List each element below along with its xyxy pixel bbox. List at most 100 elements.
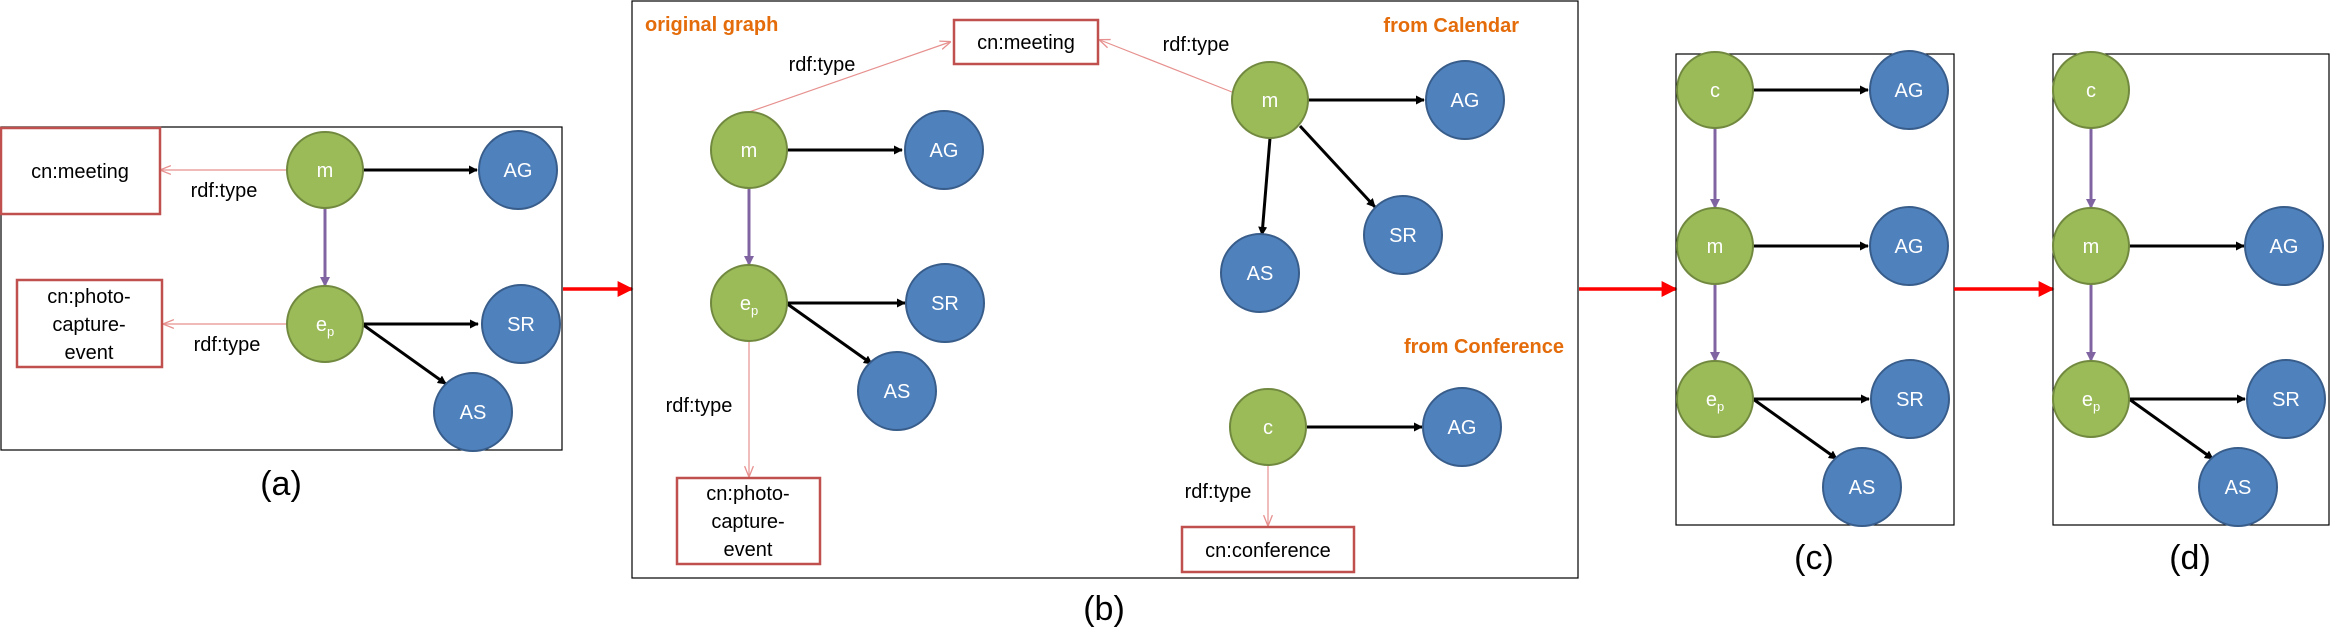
node-m-label: m (1262, 90, 1279, 112)
label-from-conference: from Conference (1404, 336, 1564, 358)
node-c (1229, 388, 1307, 466)
box-photo-line3: event (65, 342, 114, 364)
label-original-graph: original graph (645, 14, 778, 36)
node-as-label: AS (1247, 263, 1274, 285)
box-photo-capture-event (675, 476, 822, 566)
box-meeting (952, 18, 1100, 66)
node-ag-label: AG (1895, 80, 1924, 102)
node-ag (1869, 206, 1949, 286)
edge-ep-as (361, 322, 447, 386)
node-ep (710, 264, 788, 342)
node-ag-label: AG (504, 160, 533, 182)
node-m (1231, 61, 1309, 139)
node-sr (2246, 359, 2326, 439)
node-as (1822, 447, 1902, 527)
node-ag (478, 130, 558, 210)
node-ag-label: AG (930, 140, 959, 162)
node-sr-label: SR (2272, 389, 2300, 411)
node-ep-label: ep (1706, 389, 1724, 414)
node-sr (1363, 195, 1443, 275)
box-photo-line3: event (724, 539, 773, 561)
box-photo-line1: cn:photo- (47, 286, 130, 308)
caption-d: (d) (2169, 539, 2211, 577)
edge-label: rdf:type (1163, 34, 1230, 56)
node-m-label: m (317, 160, 334, 182)
node-m (286, 131, 364, 209)
node-as-label: AS (2225, 477, 2252, 499)
edge-ep-as (1752, 397, 1838, 461)
node-m (2052, 207, 2130, 285)
edge-label: rdf:type (194, 334, 261, 356)
node-sr-label: SR (1389, 225, 1417, 247)
caption-a: (a) (260, 465, 302, 503)
node-m-label: m (1707, 236, 1724, 258)
node-as (857, 351, 937, 431)
node-as (1220, 233, 1300, 313)
node-sr-label: SR (1896, 389, 1924, 411)
panel-b-frame (631, 0, 1579, 579)
edge-label: rdf:type (666, 395, 733, 417)
node-ag (2244, 206, 2324, 286)
panel-d-frame (2052, 53, 2330, 526)
node-ep-label: ep (740, 293, 758, 318)
box-meeting-label: cn:meeting (977, 32, 1075, 54)
node-ep-label: ep (2082, 389, 2100, 414)
edge-label: rdf:type (789, 54, 856, 76)
node-c-label: c (1710, 80, 1720, 102)
node-ep (1676, 360, 1754, 438)
node-c (2052, 51, 2130, 129)
box-meeting (0, 126, 162, 216)
node-m-label: m (2083, 236, 2100, 258)
node-ag (904, 110, 984, 190)
edge-label: rdf:type (191, 180, 258, 202)
node-sr-label: SR (507, 314, 535, 336)
node-as-label: AS (1849, 477, 1876, 499)
type-edge-m (748, 42, 950, 113)
box-photo-line2: capture- (52, 314, 125, 336)
panel-c: c m ep AG AG SR AS (c) (1675, 50, 1955, 577)
node-as (2198, 447, 2278, 527)
edge-m-sr (1298, 124, 1377, 209)
node-ag-label: AG (1451, 90, 1480, 112)
node-c (1676, 51, 1754, 129)
caption-c: (c) (1794, 539, 1834, 577)
node-c-label: c (1263, 417, 1273, 439)
node-m-label: m (741, 140, 758, 162)
node-as (433, 372, 513, 452)
box-conference (1180, 525, 1356, 574)
box-photo-capture-event (15, 278, 164, 369)
edge-label: rdf:type (1185, 481, 1252, 503)
box-meeting-label: cn:meeting (31, 161, 129, 183)
node-ep-label: ep (316, 314, 334, 339)
node-m (710, 111, 788, 189)
type-edge-calendar-m (1100, 40, 1233, 93)
node-ag-label: AG (1895, 236, 1924, 258)
box-photo-line1: cn:photo- (706, 483, 789, 505)
caption-b: (b) (1083, 590, 1125, 628)
node-ag (1422, 387, 1502, 467)
node-sr (1870, 359, 1950, 439)
node-ag (1869, 50, 1949, 130)
edge-ep-as (785, 301, 873, 366)
node-m (1676, 207, 1754, 285)
node-c-label: c (2086, 80, 2096, 102)
node-ag-label: AG (2270, 236, 2299, 258)
node-ag-label: AG (1448, 417, 1477, 439)
box-conference-label: cn:conference (1205, 540, 1331, 562)
box-photo-line2: capture- (711, 511, 784, 533)
node-as-label: AS (460, 402, 487, 424)
node-sr (481, 284, 561, 364)
label-from-calendar: from Calendar (1383, 15, 1519, 37)
node-ep (2052, 360, 2130, 438)
panel-d: c m ep AG SR AS (d) (2052, 51, 2330, 577)
node-sr (905, 263, 985, 343)
node-ag (1425, 60, 1505, 140)
edge-m-as (1258, 137, 1272, 236)
node-ep (286, 285, 364, 363)
panel-a-frame (0, 126, 563, 451)
panel-a: rdf:type rdf:type cn:meeting cn:photo- c… (0, 126, 563, 503)
panel-b: original graph from Calendar from Confer… (631, 0, 1579, 628)
edge-ep-as (2128, 397, 2214, 461)
node-sr-label: SR (931, 293, 959, 315)
